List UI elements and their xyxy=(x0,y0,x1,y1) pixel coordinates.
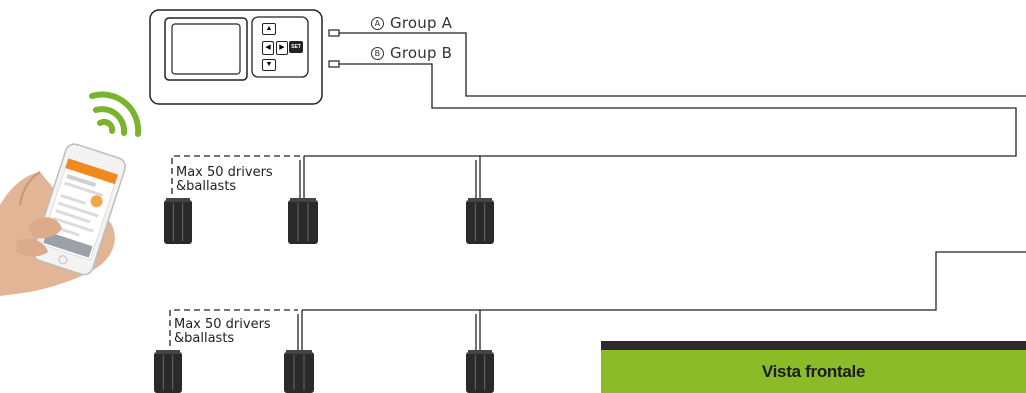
hand-with-smartphone-illustration xyxy=(0,143,127,296)
driver-module xyxy=(284,350,314,393)
max-drivers-line1: Max 50 drivers xyxy=(174,317,271,332)
max-drivers-label-bottom: Max 50 drivers &ballasts xyxy=(174,318,271,346)
max-drivers-line1: Max 50 drivers xyxy=(176,165,273,180)
set-key[interactable]: SET xyxy=(289,41,303,53)
driver-modules xyxy=(154,198,494,393)
driver-module xyxy=(466,198,494,244)
banner-green-panel: Vista frontale xyxy=(601,350,1026,393)
controller-keypad: ▲ ◀ ▶ SET ▼ xyxy=(258,21,306,73)
banner-dark-bar xyxy=(601,341,1026,350)
up-key[interactable]: ▲ xyxy=(262,23,276,35)
max-drivers-line2: &ballasts xyxy=(174,331,235,346)
driver-module xyxy=(154,350,182,393)
max-drivers-label-top: Max 50 drivers &ballasts xyxy=(176,166,273,194)
group-b-text: Group B xyxy=(390,44,453,62)
dali-controller xyxy=(149,9,323,105)
max-drivers-line2: &ballasts xyxy=(176,179,237,194)
group-b-badge: B xyxy=(371,47,384,60)
down-key[interactable]: ▼ xyxy=(262,59,276,71)
vista-frontale-banner: Vista frontale xyxy=(601,341,1026,393)
driver-module xyxy=(466,350,494,393)
group-b-label: B Group B xyxy=(371,44,452,62)
driver-module xyxy=(288,198,318,244)
max-drivers-bracket-bottom xyxy=(169,309,298,356)
wiring-lines xyxy=(297,32,1026,356)
group-a-text: Group A xyxy=(390,14,453,32)
right-key[interactable]: ▶ xyxy=(276,41,288,55)
driver-module xyxy=(164,198,192,244)
left-key[interactable]: ◀ xyxy=(262,41,274,55)
max-drivers-bracket-top xyxy=(171,155,300,204)
group-a-label: A Group A xyxy=(371,14,452,32)
output-connectors xyxy=(328,29,340,68)
wifi-signal-icon xyxy=(89,91,142,137)
banner-title: Vista frontale xyxy=(761,362,866,381)
group-a-badge: A xyxy=(371,17,384,30)
